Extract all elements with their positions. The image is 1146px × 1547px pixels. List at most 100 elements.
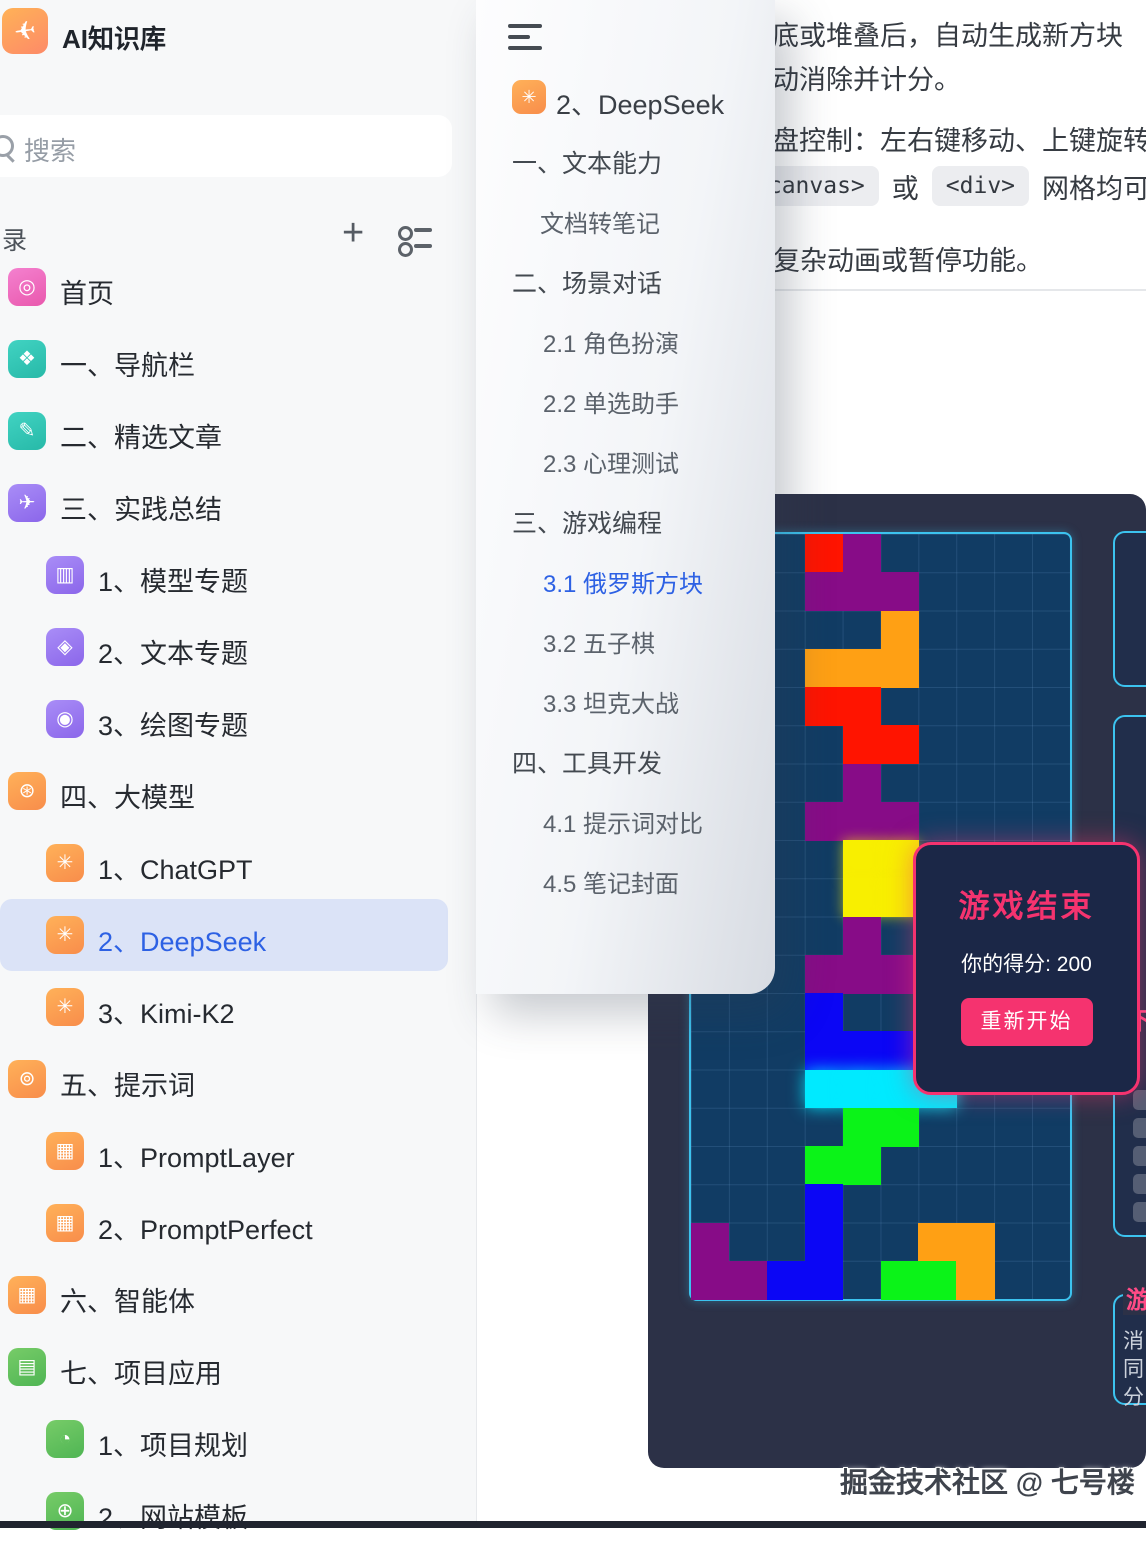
tetris-cell-green xyxy=(842,1107,881,1147)
tetris-cell-cyan xyxy=(880,1069,919,1109)
toc-item[interactable]: 2.1 角色扮演 xyxy=(543,331,680,358)
or-text: 或 xyxy=(891,173,919,204)
toc-item[interactable]: 3.1 俄罗斯方块 xyxy=(543,571,704,598)
sidebar-item[interactable]: ◉3、绘图专题 xyxy=(0,683,476,755)
tetris-cell-purple xyxy=(691,1260,730,1300)
tetris-cell-blue xyxy=(804,1184,844,1223)
sidebar-item[interactable]: ▦1、PromptLayer xyxy=(0,1115,476,1187)
sidebar-item[interactable]: ✳ 3、Kimi-K2 xyxy=(0,971,476,1043)
sidebar-item[interactable]: ▦六、智能体 xyxy=(0,1259,476,1331)
sidebar-item[interactable]: ⊛四、大模型 xyxy=(0,755,476,827)
control-pill xyxy=(1133,1174,1146,1194)
restart-button[interactable]: 重新开始 xyxy=(960,998,1093,1046)
sidebar-item-icon: ✳ xyxy=(46,988,84,1026)
tetris-cell-purple xyxy=(880,954,919,994)
add-page-icon[interactable]: + xyxy=(342,212,365,254)
sidebar-item-icon: ⊚ xyxy=(8,1060,46,1098)
tetris-cell-purple xyxy=(728,1260,768,1300)
sidebar-item[interactable]: ✳ 2、DeepSeek xyxy=(0,899,448,971)
toc-item[interactable]: 3.2 五子棋 xyxy=(543,631,656,658)
tetris-cell-yellow xyxy=(842,840,881,879)
content-line-4: <canvas> 或 <div> 网格均可 xyxy=(740,166,1146,206)
sidebar-item-label: 首页 xyxy=(60,279,114,309)
tetris-cell-orange xyxy=(956,1260,995,1300)
tetris-cell-blue xyxy=(804,1260,844,1300)
sidebar-item[interactable]: ◈2、文本专题 xyxy=(0,611,476,683)
tetris-cell-blue xyxy=(804,1222,844,1262)
toc-item[interactable]: 三、游戏编程 xyxy=(512,510,663,538)
toc-item[interactable]: 四、工具开发 xyxy=(512,750,663,778)
sidebar-item[interactable]: ✎二、精选文章 xyxy=(0,395,476,467)
app-logo-icon: ✈ xyxy=(2,8,48,54)
instruction-line: 消 xyxy=(1123,1330,1144,1353)
content-line-3: 键盘控制：左右键移动、上键旋转 xyxy=(745,126,1146,156)
tetris-cell-red xyxy=(842,687,881,726)
instructions-title: 游 xyxy=(1123,1280,1146,1315)
sidebar-item[interactable]: ⊕2、网站模板 xyxy=(0,1475,476,1547)
sidebar-item-icon: ▦ xyxy=(8,1276,46,1314)
sidebar-item-icon: ✳ xyxy=(46,844,84,882)
tetris-cell-orange xyxy=(880,610,919,650)
content-line-4-tail: 网格均可 xyxy=(1042,173,1146,204)
sidebar-item-label: 2、网站模板 xyxy=(98,1503,249,1533)
tetris-cell-cyan xyxy=(842,1069,881,1109)
search-input[interactable]: 搜索 xyxy=(0,115,452,177)
tetris-cell-green xyxy=(880,1107,919,1147)
sidebar-item[interactable]: ⊚ 五、提示词 xyxy=(0,1043,476,1115)
tetris-cell-blue xyxy=(842,1031,881,1070)
sidebar-item[interactable]: ◔1、项目规划 xyxy=(0,1403,476,1475)
sidebar-item-label: 五、提示词 xyxy=(60,1071,195,1101)
tetris-cell-purple xyxy=(842,954,881,994)
toc-item[interactable]: 4.1 提示词对比 xyxy=(543,811,704,838)
bottom-bar xyxy=(0,1521,1146,1528)
toc-item[interactable]: 文档转笔记 xyxy=(540,211,660,238)
toc-item[interactable]: 二、场景对话 xyxy=(512,270,663,298)
tetris-cell-green xyxy=(804,1146,844,1185)
toc-item[interactable]: 一、文本能力 xyxy=(512,150,663,178)
tetris-cell-red xyxy=(804,687,844,726)
sidebar-item[interactable]: ❖一、导航栏 xyxy=(0,323,476,395)
sidebar-item-icon: ✳ xyxy=(46,916,84,954)
sidebar-item-label: 1、项目规划 xyxy=(98,1431,249,1461)
toc-item[interactable]: 3.3 坦克大战 xyxy=(543,691,680,718)
tetris-cell-blue xyxy=(880,1031,919,1070)
sidebar-item-label: 2、DeepSeek xyxy=(98,927,267,957)
instruction-line: 同 xyxy=(1123,1358,1144,1381)
watermark: 掘金技术社区 @ 七号楼 xyxy=(840,1467,1135,1498)
sidebar-item[interactable]: ✳1、ChatGPT xyxy=(0,827,476,899)
tetris-cell-yellow xyxy=(880,878,919,917)
tetris-cell-purple xyxy=(880,572,919,611)
tetris-cell-yellow xyxy=(842,878,881,917)
tetris-cell-purple xyxy=(842,801,881,841)
sidebar-item[interactable]: ▦2、PromptPerfect xyxy=(0,1187,476,1259)
tetris-cell-purple xyxy=(842,534,881,573)
sidebar-item[interactable]: ▤七、项目应用 xyxy=(0,1331,476,1403)
tetris-cell-green xyxy=(842,1146,881,1185)
sidebar-item-icon: ▥ xyxy=(46,556,84,594)
game-over-title: 游戏结束 xyxy=(958,889,1095,924)
control-pill xyxy=(1133,1202,1146,1222)
app-title: AI知识库 xyxy=(62,24,167,54)
sidebar-item[interactable]: ◎首页 xyxy=(0,251,476,323)
sidebar-item[interactable]: ▥1、模型专题 xyxy=(0,539,476,611)
toc-item[interactable]: 2.3 心理测试 xyxy=(543,451,680,478)
content-line-2: 自动消除并计分。 xyxy=(745,65,961,95)
tetris-cell-orange xyxy=(918,1222,957,1262)
sidebar-item-label: 3、Kimi-K2 xyxy=(98,999,235,1029)
toc-header[interactable]: 2、DeepSeek xyxy=(556,90,725,120)
tetris-cell-green xyxy=(880,1260,919,1300)
tetris-cell-orange xyxy=(842,648,881,688)
catalog-label: 录 xyxy=(2,227,28,255)
toc-item[interactable]: 4.5 笔记封面 xyxy=(543,871,680,898)
control-pill xyxy=(1133,1146,1146,1166)
tetris-cell-purple xyxy=(691,1222,730,1262)
sidebar-item-label: 四、大模型 xyxy=(60,783,195,813)
sidebar-item[interactable]: ✈三、实践总结 xyxy=(0,467,476,539)
toc-item[interactable]: 2.2 单选助手 xyxy=(543,391,680,418)
sidebar-item-label: 2、文本专题 xyxy=(98,639,249,669)
sidebar-item-label: 七、项目应用 xyxy=(60,1359,222,1389)
sidebar-item-icon: ◉ xyxy=(46,700,84,738)
sidebar-item-label: 二、精选文章 xyxy=(60,423,222,453)
tetris-cell-red xyxy=(880,725,919,764)
tetris-cell-purple xyxy=(804,801,844,841)
